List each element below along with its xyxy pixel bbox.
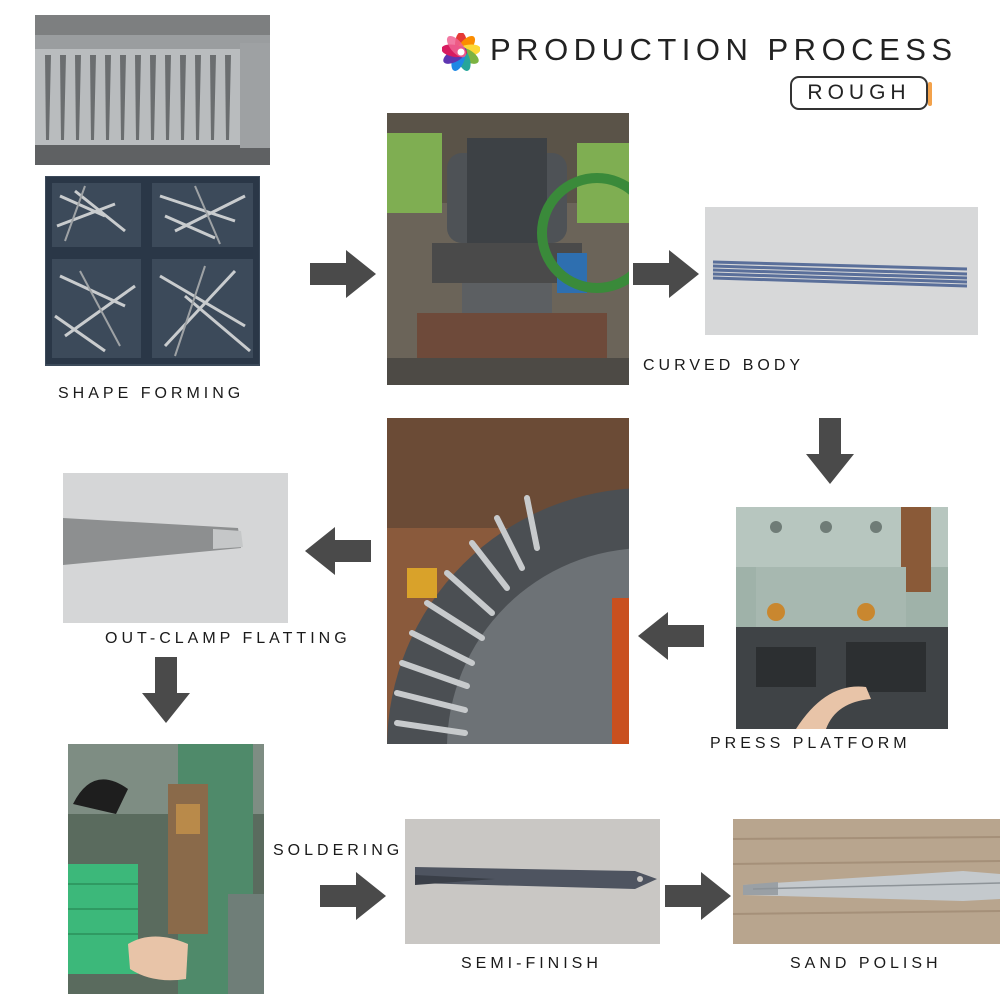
arrow-down-icon bbox=[806, 418, 854, 484]
press-platform-photo bbox=[736, 507, 948, 729]
arrow-left-icon bbox=[305, 527, 371, 575]
comb-blank-photo bbox=[35, 15, 270, 165]
semi-finish-photo bbox=[405, 819, 660, 944]
blank-bins-photo bbox=[45, 176, 260, 366]
stamping-machine-photo bbox=[387, 113, 629, 385]
arrow-left-icon bbox=[638, 612, 704, 660]
arrow-down-icon bbox=[142, 657, 190, 723]
out-clamp-flatting-photo bbox=[63, 473, 288, 623]
curved-body-photo bbox=[705, 207, 978, 335]
arrow-right-icon bbox=[633, 250, 699, 298]
soldering-station-photo bbox=[68, 744, 264, 994]
color-wheel-logo-icon bbox=[442, 33, 480, 71]
step-label-press-platform: PRESS PLATFORM bbox=[710, 735, 911, 752]
arrow-right-icon bbox=[320, 872, 386, 920]
sand-polish-photo bbox=[733, 819, 1000, 944]
step-label-sand-polish: SAND POLISH bbox=[790, 955, 942, 972]
rough-badge: ROUGH bbox=[790, 76, 932, 110]
arrow-right-icon bbox=[310, 250, 376, 298]
arrow-right-icon bbox=[665, 872, 731, 920]
step-label-out-clamp-flatting: OUT-CLAMP FLATTING bbox=[105, 630, 351, 647]
step-label-semi-finish: SEMI-FINISH bbox=[461, 955, 602, 972]
step-label-soldering: SOLDERING bbox=[273, 842, 404, 859]
step-label-curved-body: CURVED BODY bbox=[643, 357, 805, 374]
page-title: PRODUCTION PROCESS bbox=[490, 32, 958, 67]
tweezer-wheel-photo bbox=[387, 418, 629, 744]
step-label-shape-forming: SHAPE FORMING bbox=[58, 385, 245, 402]
